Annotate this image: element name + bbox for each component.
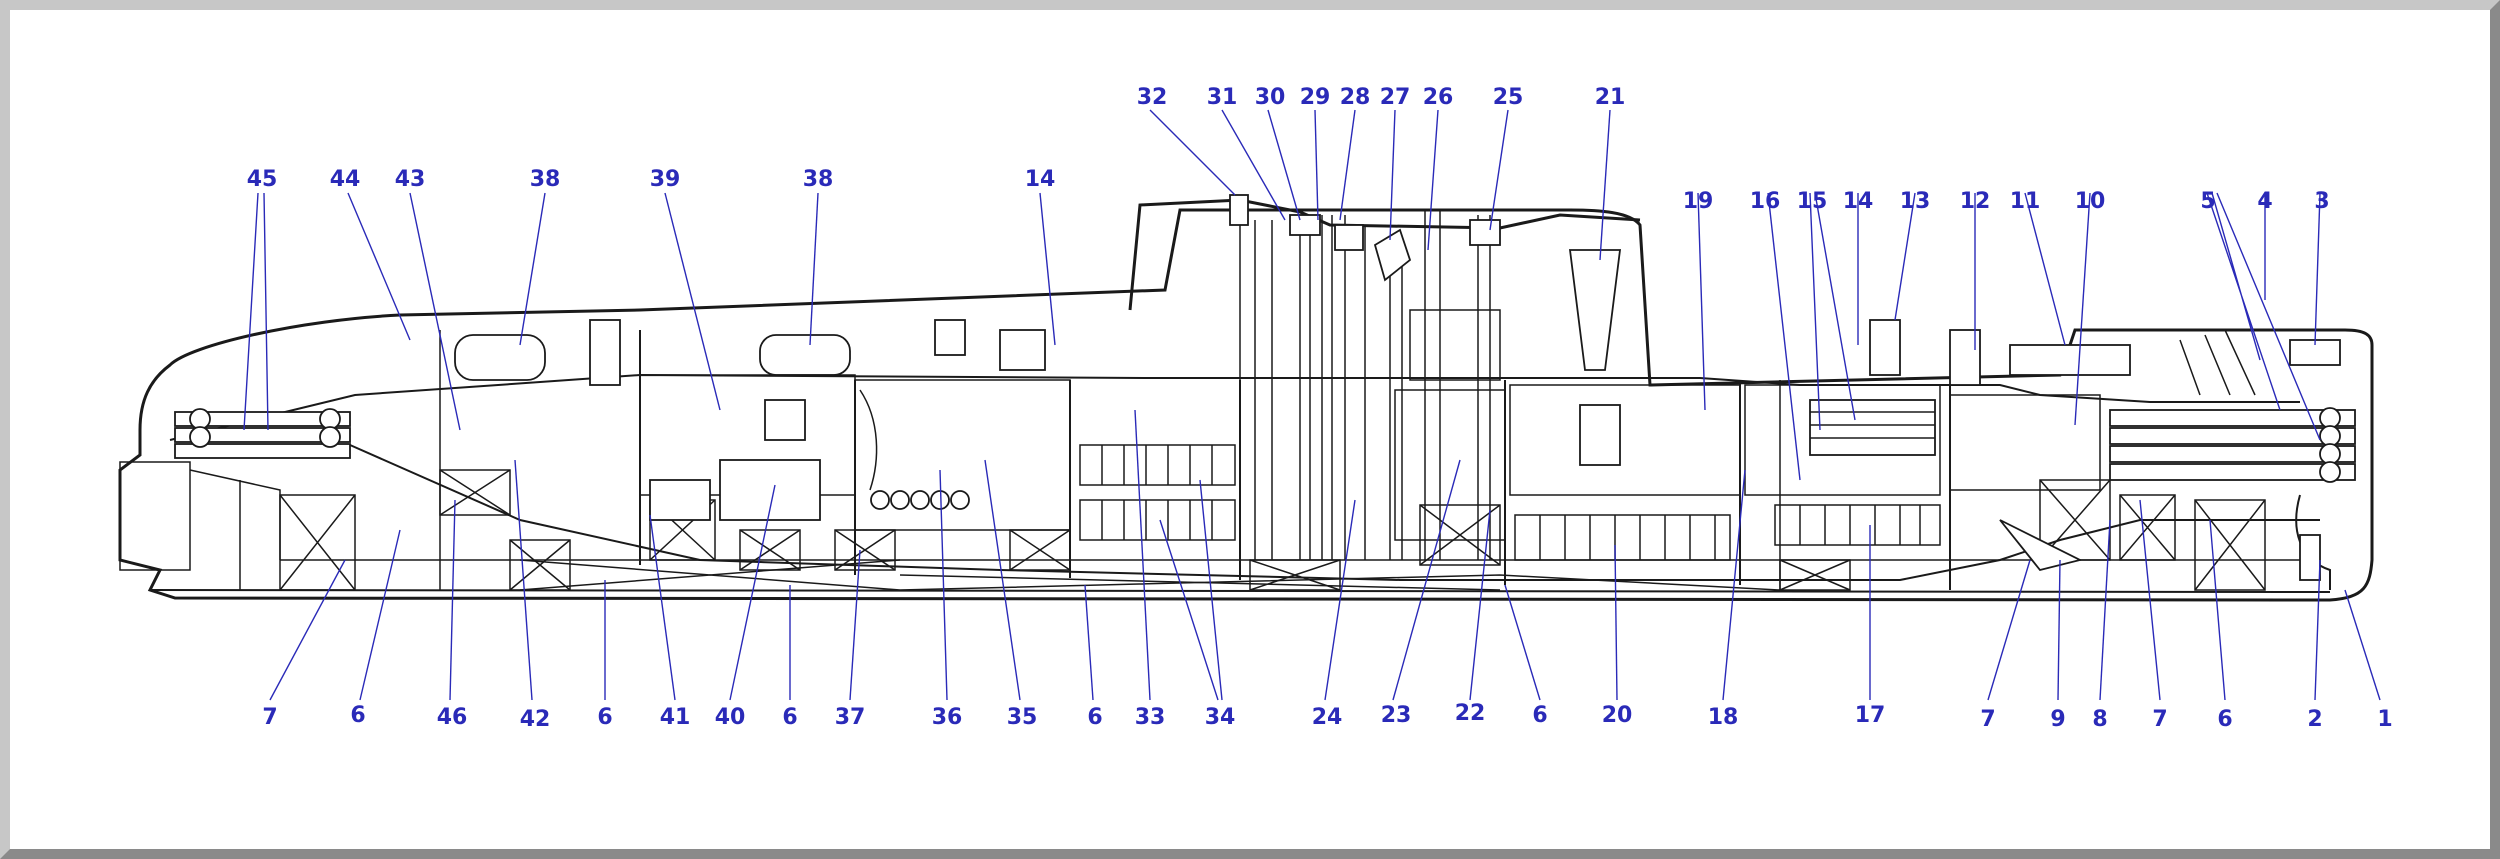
label-24: 24 <box>1312 705 1343 730</box>
label-23: 23 <box>1381 703 1412 728</box>
label-41: 41 <box>660 705 691 730</box>
label-31: 31 <box>1207 85 1238 110</box>
label-18: 18 <box>1708 705 1739 730</box>
label-7-aft: 7 <box>262 705 277 730</box>
keel-tanks <box>279 469 2266 591</box>
forward-tube-cluster <box>2109 329 2356 590</box>
label-11: 11 <box>2010 189 2041 214</box>
label-45: 45 <box>247 167 278 192</box>
label-38-fwd: 38 <box>803 167 834 192</box>
label-6-d: 6 <box>1087 705 1102 730</box>
label-35: 35 <box>1007 705 1038 730</box>
bulkheads <box>439 330 1951 590</box>
leader-lines <box>243 109 2381 701</box>
aft-machinery <box>454 319 1071 531</box>
label-22: 22 <box>1455 701 1486 726</box>
masts <box>1229 194 1622 560</box>
label-27: 27 <box>1380 85 1411 110</box>
label-32: 32 <box>1137 85 1168 110</box>
label-44: 44 <box>330 167 361 192</box>
label-6-a: 6 <box>350 703 365 728</box>
aft-tube-cluster <box>119 408 351 590</box>
label-37: 37 <box>835 705 866 730</box>
label-29: 29 <box>1300 85 1331 110</box>
forward-machinery <box>1509 319 2131 572</box>
label-6-e: 6 <box>1532 703 1547 728</box>
label-36: 36 <box>932 705 963 730</box>
label-6-f: 6 <box>2217 707 2232 732</box>
label-34: 34 <box>1205 705 1236 730</box>
label-4: 4 <box>2257 189 2272 214</box>
label-40: 40 <box>715 705 746 730</box>
label-7-mid: 7 <box>1980 707 1995 732</box>
label-14-aft: 14 <box>1025 167 1056 192</box>
label-26: 26 <box>1423 85 1454 110</box>
label-10: 10 <box>2075 189 2106 214</box>
label-13: 13 <box>1900 189 1931 214</box>
label-7-fwd: 7 <box>2152 707 2167 732</box>
label-33: 33 <box>1135 705 1166 730</box>
label-17: 17 <box>1855 703 1886 728</box>
label-1: 1 <box>2377 707 2392 732</box>
label-2: 2 <box>2307 707 2322 732</box>
label-46: 46 <box>437 705 468 730</box>
part-number-labels: 45 44 43 38 39 38 14 32 31 30 29 28 27 2… <box>247 85 2393 732</box>
label-5: 5 <box>2200 189 2215 214</box>
label-43: 43 <box>395 167 426 192</box>
battery-banks <box>1079 444 1941 561</box>
label-30: 30 <box>1255 85 1286 110</box>
label-6-b: 6 <box>597 705 612 730</box>
label-3: 3 <box>2314 189 2329 214</box>
label-39: 39 <box>650 167 681 192</box>
label-20: 20 <box>1602 703 1633 728</box>
label-9: 9 <box>2050 707 2065 732</box>
label-16: 16 <box>1750 189 1781 214</box>
label-6-c: 6 <box>782 705 797 730</box>
label-12: 12 <box>1960 189 1991 214</box>
label-21: 21 <box>1595 85 1626 110</box>
label-14-fwd: 14 <box>1843 189 1874 214</box>
label-25: 25 <box>1493 85 1524 110</box>
label-8: 8 <box>2092 707 2107 732</box>
label-15: 15 <box>1797 189 1828 214</box>
label-19: 19 <box>1683 189 1714 214</box>
label-28: 28 <box>1340 85 1371 110</box>
label-42: 42 <box>520 707 551 732</box>
label-38-aft: 38 <box>530 167 561 192</box>
